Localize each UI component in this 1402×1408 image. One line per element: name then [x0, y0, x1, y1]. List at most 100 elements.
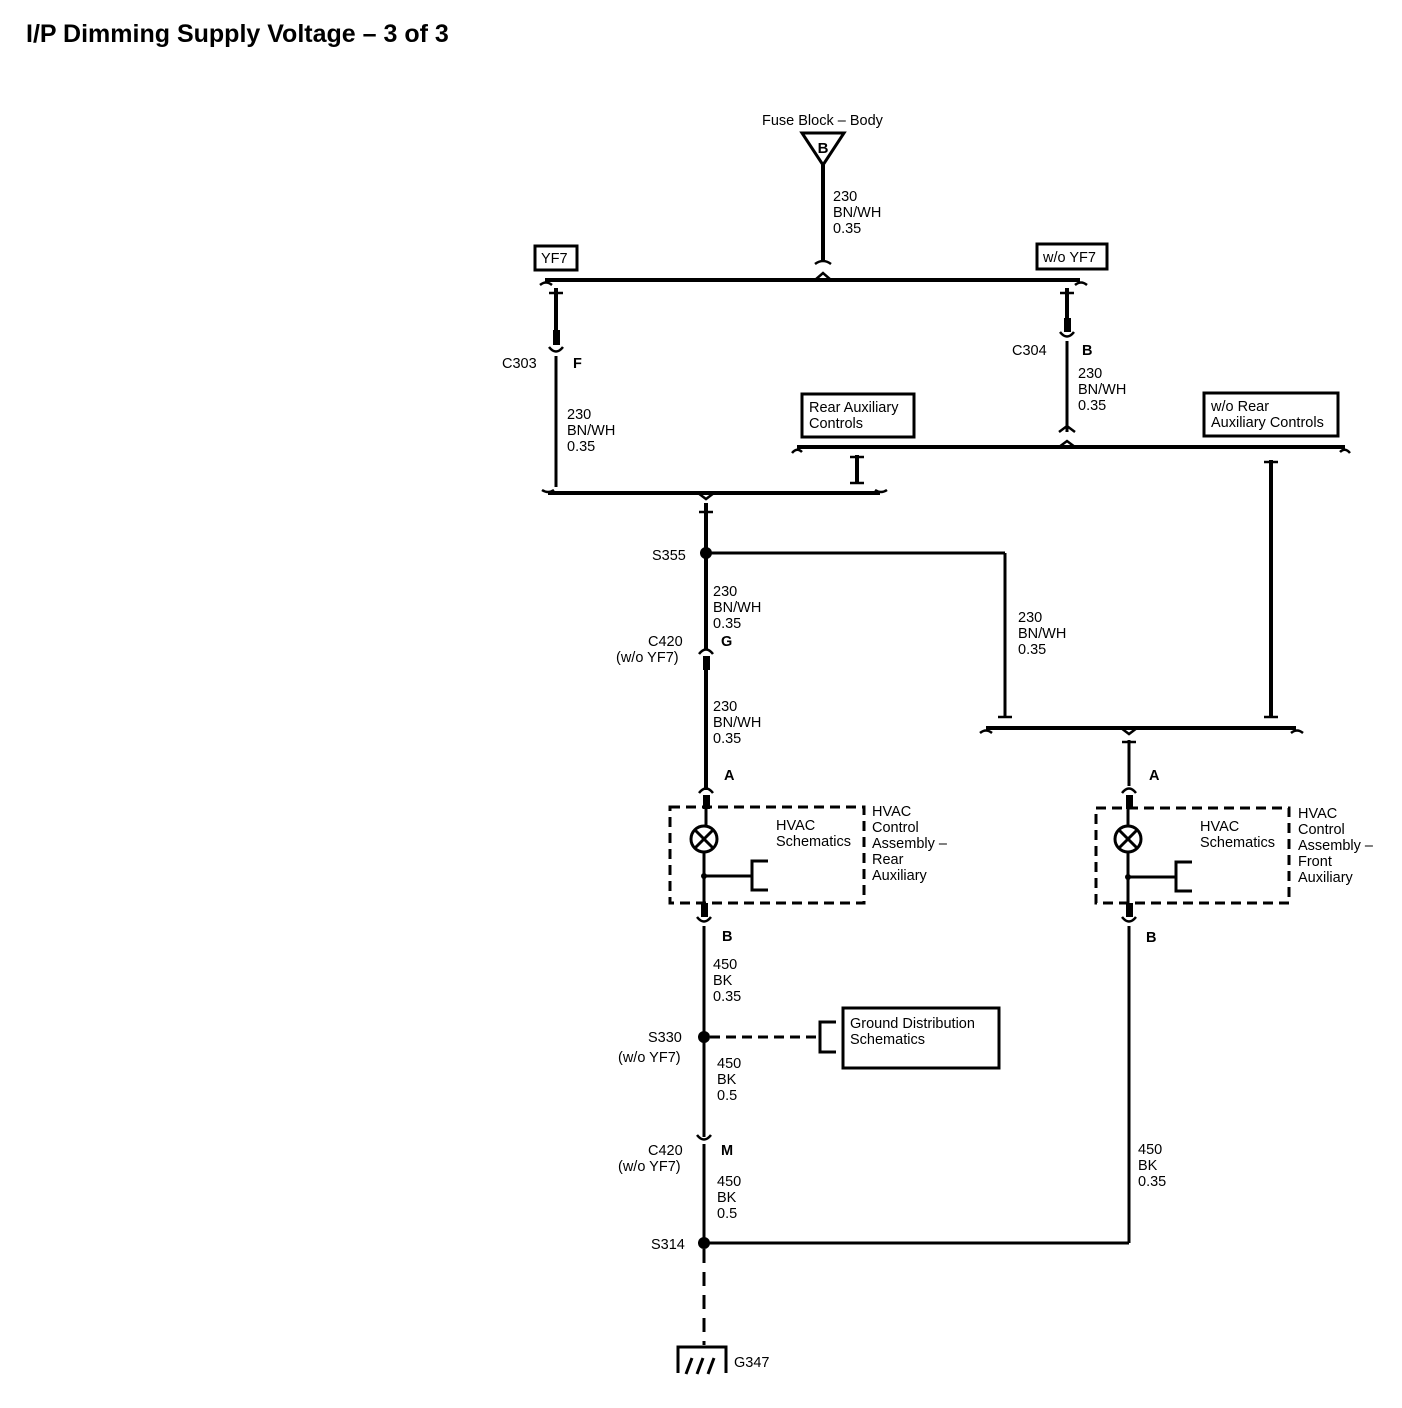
wire-label-hvac-rear-b: 450 BK 0.35 — [713, 957, 741, 1005]
schematic-ref-bracket — [750, 859, 768, 892]
splice-s330-qualifier: (w/o YF7) — [618, 1050, 681, 1066]
wire-label-c304: 230 BN/WH 0.35 — [1078, 366, 1126, 414]
connector-c303 — [548, 346, 564, 353]
option-yf7-box — [533, 244, 579, 272]
hvac-rear-aux: A HVAC Schematics HVAC Control Assembly … — [668, 768, 948, 945]
svg-text:BK: BK — [717, 1190, 737, 1206]
svg-text:BK: BK — [1138, 1158, 1158, 1174]
splice-s314 — [698, 1237, 710, 1249]
c304-pin: B — [1082, 343, 1092, 359]
hvac-rear-pin-b: B — [722, 929, 732, 945]
c420-m-qualifier: (w/o YF7) — [618, 1159, 681, 1175]
c303-name: C303 — [502, 356, 537, 372]
svg-text:450: 450 — [717, 1056, 741, 1072]
option-yf7-label: YF7 — [541, 251, 568, 267]
svg-text:450: 450 — [1138, 1142, 1162, 1158]
svg-text:BN/WH: BN/WH — [713, 715, 761, 731]
c420-g-name: C420 — [648, 634, 683, 650]
connector-c304 — [1059, 331, 1075, 338]
svg-text:BN/WH: BN/WH — [567, 423, 615, 439]
hvac-front-pin-b: B — [1146, 930, 1156, 946]
hvac-front-aux: A HVAC Schematics HVAC Control Assembly … — [1094, 768, 1374, 946]
option-wo-rear-aux-line1: w/o Rear — [1210, 399, 1269, 415]
hvac-rear-component-box — [668, 805, 866, 905]
c303-pin: F — [573, 356, 582, 372]
svg-text:BN/WH: BN/WH — [833, 205, 881, 221]
page-title: I/P Dimming Supply Voltage – 3 of 3 — [26, 20, 449, 48]
svg-text:BN/WH: BN/WH — [713, 600, 761, 616]
svg-text:BK: BK — [717, 1072, 737, 1088]
svg-text:Front: Front — [1298, 854, 1332, 870]
svg-text:Assembly –: Assembly – — [1298, 838, 1374, 854]
svg-text:Assembly –: Assembly – — [872, 836, 948, 852]
svg-text:0.35: 0.35 — [567, 439, 595, 455]
connector-c420-m — [696, 1134, 712, 1141]
svg-text:0.35: 0.35 — [1138, 1174, 1166, 1190]
fuse-block-body: Fuse Block – Body B — [762, 113, 884, 168]
bus-junction-top — [814, 271, 832, 281]
ground-label: G347 — [734, 1355, 769, 1371]
svg-text:230: 230 — [567, 407, 591, 423]
svg-text:450: 450 — [713, 957, 737, 973]
c420-g-qualifier: (w/o YF7) — [616, 650, 679, 666]
svg-text:Schematics: Schematics — [776, 834, 851, 850]
hvac-front-pin-a-connector — [1121, 787, 1137, 794]
svg-text:0.35: 0.35 — [713, 989, 741, 1005]
ground-distribution-ref-box — [841, 1006, 1001, 1070]
svg-text:Rear: Rear — [872, 852, 904, 868]
svg-text:HVAC: HVAC — [872, 804, 911, 820]
wire-label-s355-down: 230 BN/WH 0.35 — [713, 584, 761, 632]
svg-text:450: 450 — [717, 1174, 741, 1190]
hvac-front-component-box — [1094, 806, 1291, 905]
splice-s330 — [698, 1031, 710, 1043]
hvac-front-pin-b-connector — [1121, 916, 1137, 923]
svg-text:230: 230 — [833, 189, 857, 205]
svg-text:230: 230 — [713, 699, 737, 715]
svg-text:0.35: 0.35 — [1018, 642, 1046, 658]
schematic-ref-bracket — [1174, 860, 1192, 893]
svg-text:HVAC: HVAC — [1298, 806, 1337, 822]
connector-c420-g — [698, 648, 714, 655]
wire-label-c420-m: 450 BK 0.5 — [717, 1174, 741, 1222]
svg-text:Control: Control — [1298, 822, 1345, 838]
splice-s355-label: S355 — [652, 548, 686, 564]
ground-icon — [676, 1345, 728, 1375]
wire-label-hvac-front-b: 450 BK 0.35 — [1138, 1142, 1166, 1190]
svg-text:Control: Control — [872, 820, 919, 836]
wire-label-fuse: 230 BN/WH 0.35 — [833, 189, 881, 237]
svg-text:0.35: 0.35 — [1078, 398, 1106, 414]
svg-text:0.35: 0.35 — [713, 731, 741, 747]
svg-text:230: 230 — [1018, 610, 1042, 626]
option-rear-aux-line1: Rear Auxiliary — [809, 400, 899, 416]
svg-text:230: 230 — [713, 584, 737, 600]
svg-text:HVAC: HVAC — [776, 818, 815, 834]
svg-text:Auxiliary: Auxiliary — [872, 868, 928, 884]
c420-m-name: C420 — [648, 1143, 683, 1159]
option-wo-yf7-label: w/o YF7 — [1042, 250, 1096, 266]
option-rear-aux-box — [800, 392, 916, 439]
svg-text:0.35: 0.35 — [833, 221, 861, 237]
wire-label-c303: 230 BN/WH 0.35 — [567, 407, 615, 455]
svg-text:230: 230 — [1078, 366, 1102, 382]
svg-text:0.35: 0.35 — [713, 616, 741, 632]
svg-text:0.5: 0.5 — [717, 1206, 737, 1222]
svg-text:BN/WH: BN/WH — [1078, 382, 1126, 398]
splice-s330-label: S330 — [648, 1030, 682, 1046]
option-wo-rear-aux-line2: Auxiliary Controls — [1211, 415, 1324, 431]
fuse-bus-tap — [814, 259, 832, 266]
fuse-terminal-label: B — [818, 140, 829, 157]
ground-ref-line2: Schematics — [850, 1032, 925, 1048]
option-wo-rear-aux-box — [1202, 391, 1340, 438]
c420-m-pin: M — [721, 1143, 733, 1159]
splice-s314-label: S314 — [651, 1237, 685, 1253]
option-rear-aux-line2: Controls — [809, 416, 863, 432]
hvac-rear-pin-a-connector — [698, 787, 714, 794]
c304-name: C304 — [1012, 343, 1047, 359]
wire-label-s330: 450 BK 0.5 — [717, 1056, 741, 1104]
c420-g-pin: G — [721, 634, 732, 650]
hvac-rear-pin-b-connector — [696, 916, 712, 923]
svg-text:Schematics: Schematics — [1200, 835, 1275, 851]
svg-text:BN/WH: BN/WH — [1018, 626, 1066, 642]
wire-label-c420-g: 230 BN/WH 0.35 — [713, 699, 761, 747]
